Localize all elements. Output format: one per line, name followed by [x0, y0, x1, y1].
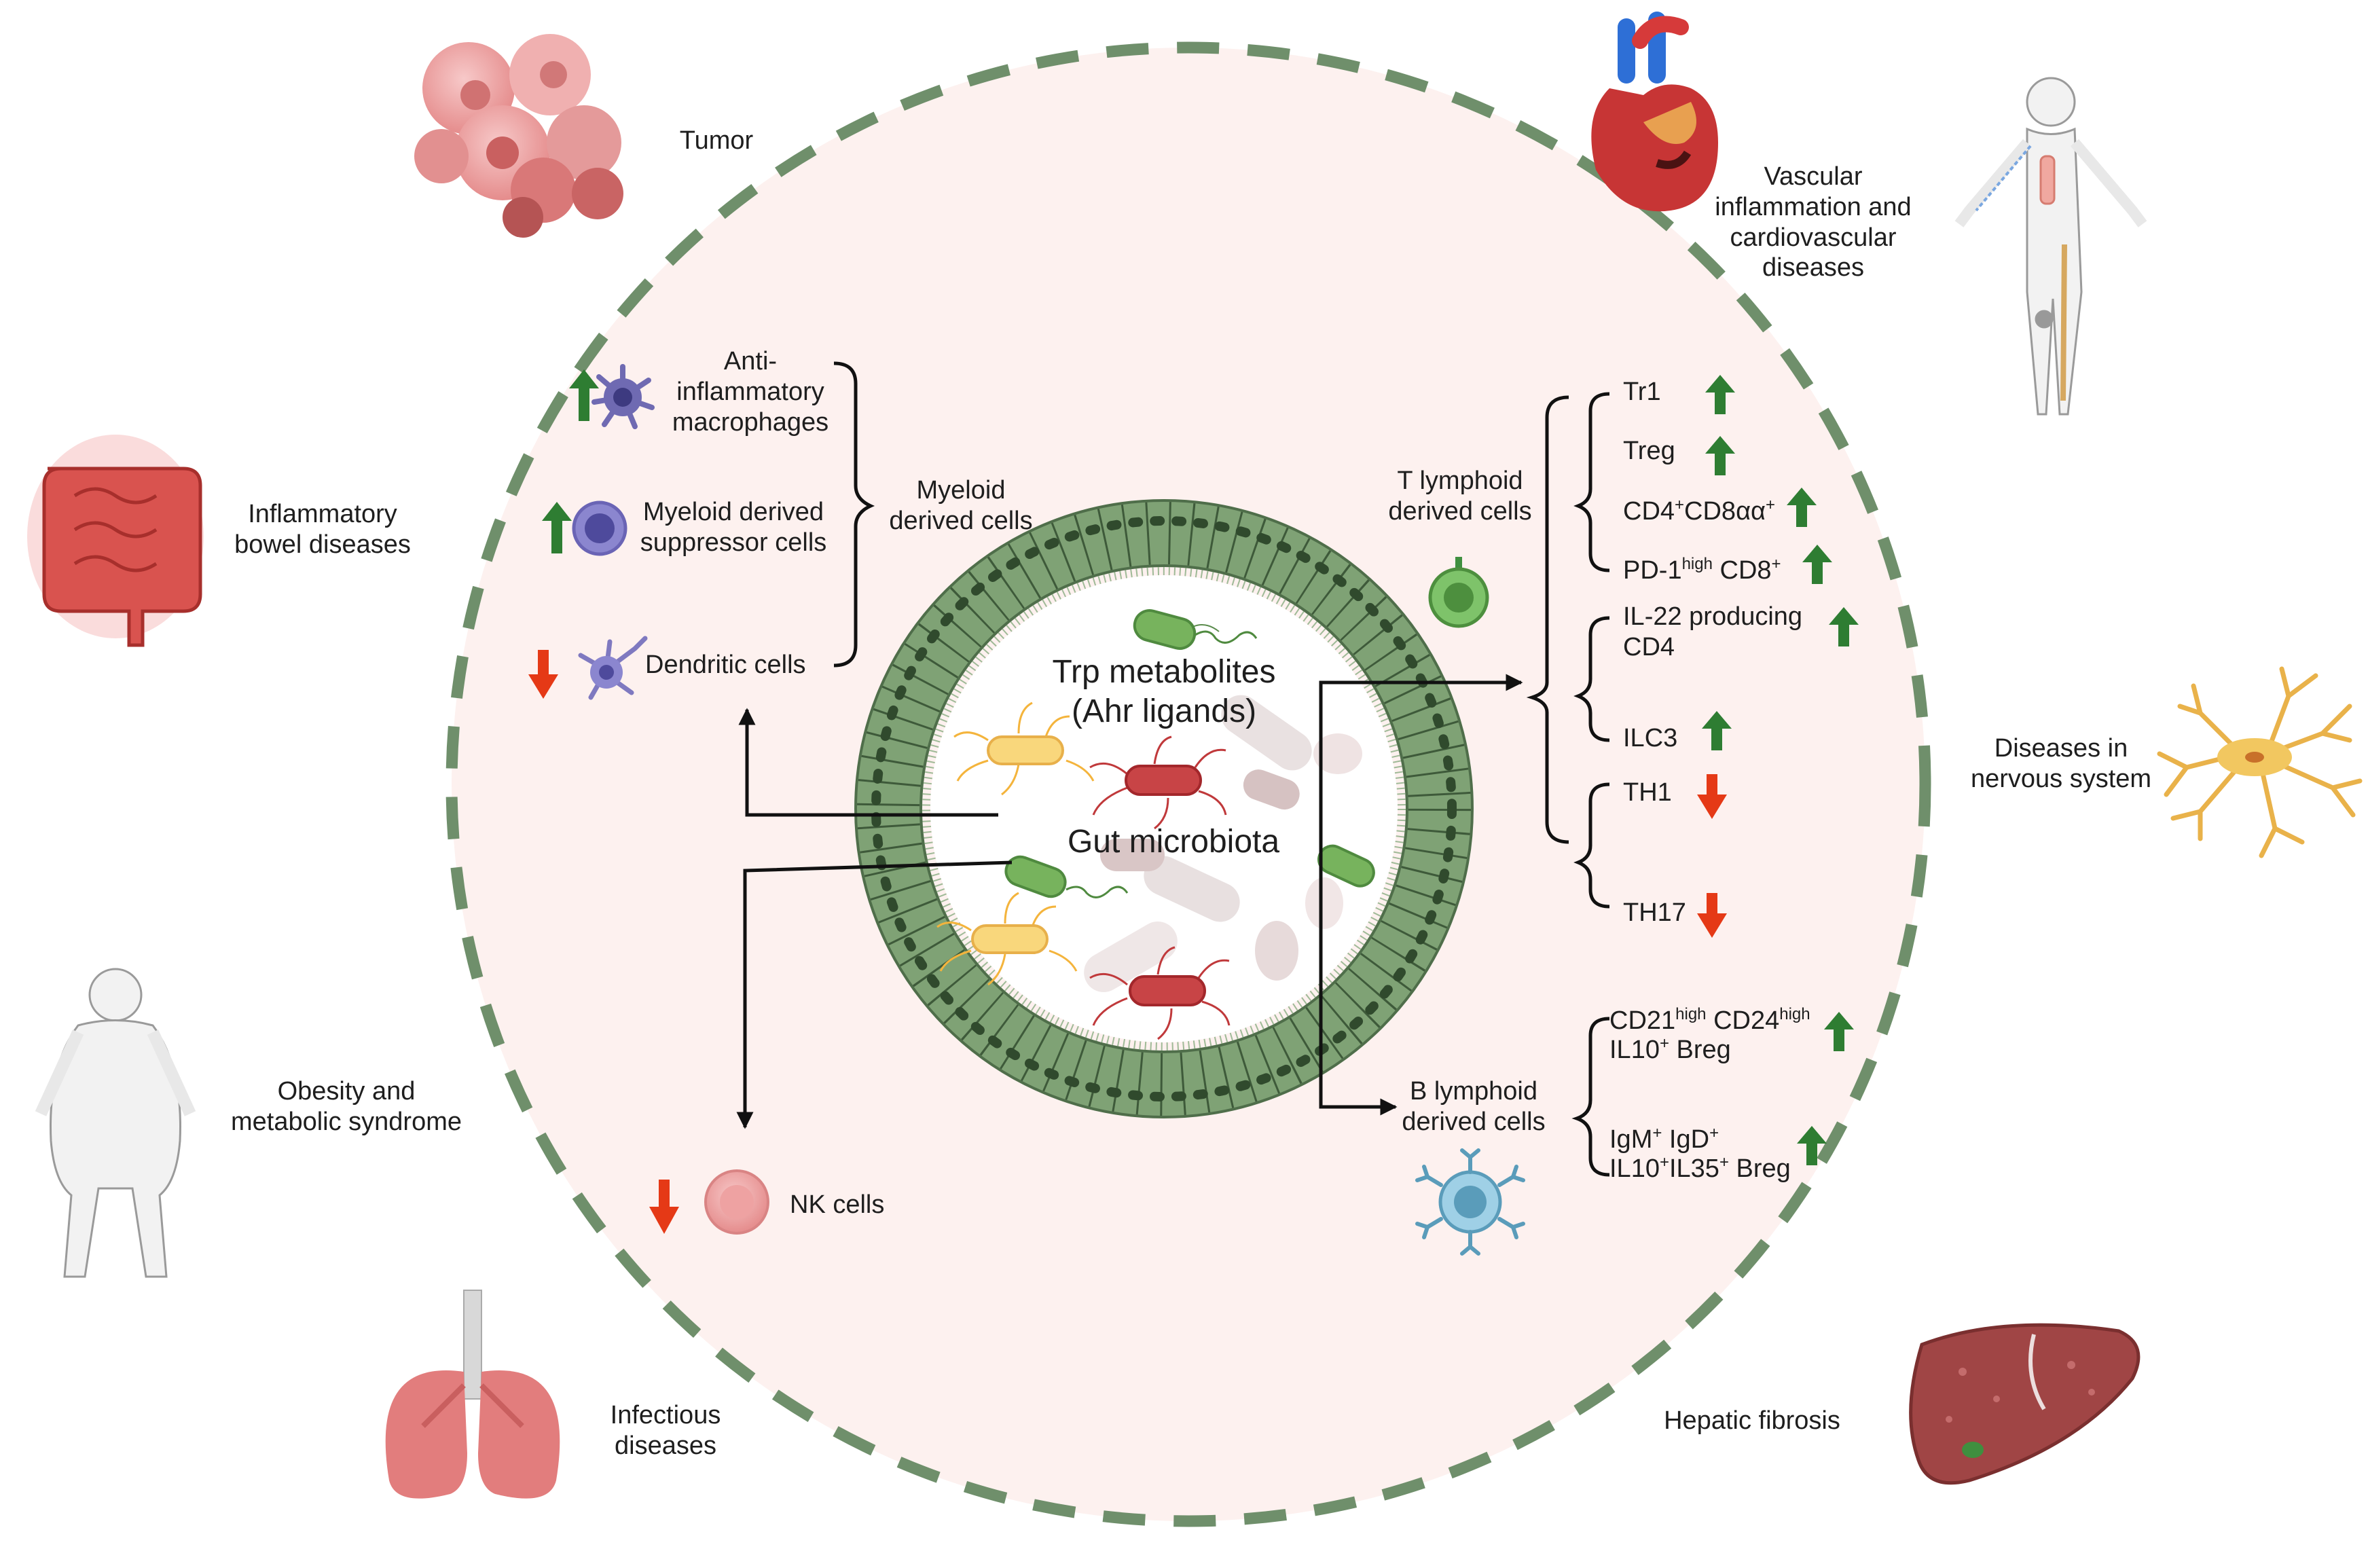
breg1-line1-label: CD21high CD24high: [1609, 1005, 1810, 1035]
pathway-arrows: [736, 674, 1523, 1129]
tr1-label: Tr1: [1623, 378, 1661, 406]
mdsc-icon: [572, 500, 627, 556]
down-arrow-dendritic: [528, 650, 558, 699]
up-arrow-mdsc: [542, 502, 572, 553]
intestine-icon: [27, 435, 204, 647]
hepatic-fibrosis-label: Hepatic fibrosis: [1664, 1406, 1840, 1435]
infectious-diseases-label: Infectious diseases: [610, 1401, 721, 1460]
up-arrow-il22: [1829, 607, 1859, 646]
up-arrow-ilc3: [1702, 711, 1732, 750]
gut-microbiota-label: Gut microbiota: [1068, 824, 1279, 860]
breg1-line2-label: IL10+ Breg: [1609, 1034, 1731, 1064]
b-lymphoid-group-label: B lymphoid derived cells: [1402, 1077, 1546, 1136]
dendritic-cells-label: Dendritic cells: [645, 651, 806, 679]
pd1-cd8-label: PD-1high CD8+: [1623, 555, 1781, 585]
obese-human-icon: [35, 968, 196, 1278]
t-lymphoid-group-label: T lymphoid derived cells: [1388, 467, 1532, 526]
heart-icon: [1591, 12, 1718, 212]
breg2-line2-label: IL10+IL35+ Breg: [1609, 1153, 1791, 1183]
cd4-cd8aa-label: CD4+CD8αα+: [1623, 496, 1775, 526]
human-vascular-icon: [1954, 77, 2147, 416]
up-arrow-breg1: [1824, 1012, 1854, 1051]
gut-epithelium-ring: [854, 499, 1474, 1118]
up-arrow-treg: [1705, 436, 1735, 475]
trp-metabolites-label: Trp metabolites(Ahr ligands): [1052, 654, 1275, 729]
neuron-icon: [2157, 666, 2363, 858]
up-arrow-tr1: [1705, 375, 1735, 414]
th17-label: TH17: [1623, 898, 1686, 927]
down-arrow-th17: [1697, 893, 1727, 938]
mdsc-label: Myeloid derived suppressor cells: [640, 498, 827, 557]
gut-bacteria-illustration: [936, 609, 1375, 1040]
up-arrow-breg2: [1797, 1126, 1827, 1165]
brace-lines: [833, 361, 1610, 1177]
regulation-arrows: [528, 369, 1859, 1234]
th1-label: TH1: [1623, 778, 1672, 807]
obesity-label: Obesity and metabolic syndrome: [230, 1077, 462, 1136]
ibd-label: Inflammatory bowel diseases: [234, 500, 411, 559]
anti-inflammatory-macrophages-label: Anti- inflammatory macrophages: [672, 347, 829, 437]
up-arrow-pd1: [1802, 545, 1832, 584]
il22-producing-cd4-label: IL-22 producing CD4: [1623, 602, 1803, 661]
nk-cells-label: NK cells: [790, 1190, 885, 1219]
down-arrow-th1: [1697, 774, 1727, 819]
up-arrow-cd4cd8: [1787, 488, 1817, 527]
nk-cell-icon: [704, 1169, 769, 1235]
ilc3-label: ILC3: [1623, 724, 1678, 752]
breg2-line1-label: IgM+ IgD+: [1609, 1124, 1719, 1154]
down-arrow-nk: [649, 1180, 679, 1234]
dendritic-cell-icon: [578, 636, 648, 700]
lungs-icon: [385, 1290, 560, 1499]
tumor-label: Tumor: [679, 126, 754, 155]
treg-label: Treg: [1623, 437, 1675, 465]
liver-icon: [1909, 1323, 2141, 1485]
macrophage-icon: [591, 364, 655, 429]
t-cell-icon: [1428, 557, 1489, 628]
myeloid-group-label: Myeloid derived cells: [889, 476, 1033, 535]
up-arrow-macrophage: [569, 369, 599, 421]
b-cell-icon: [1415, 1148, 1525, 1256]
vascular-diseases-label: Vascular inflammation and cardiovascular…: [1715, 162, 1912, 282]
tumor-icon: [414, 34, 623, 238]
nervous-diseases-label: Diseases in nervous system: [1970, 734, 2152, 793]
